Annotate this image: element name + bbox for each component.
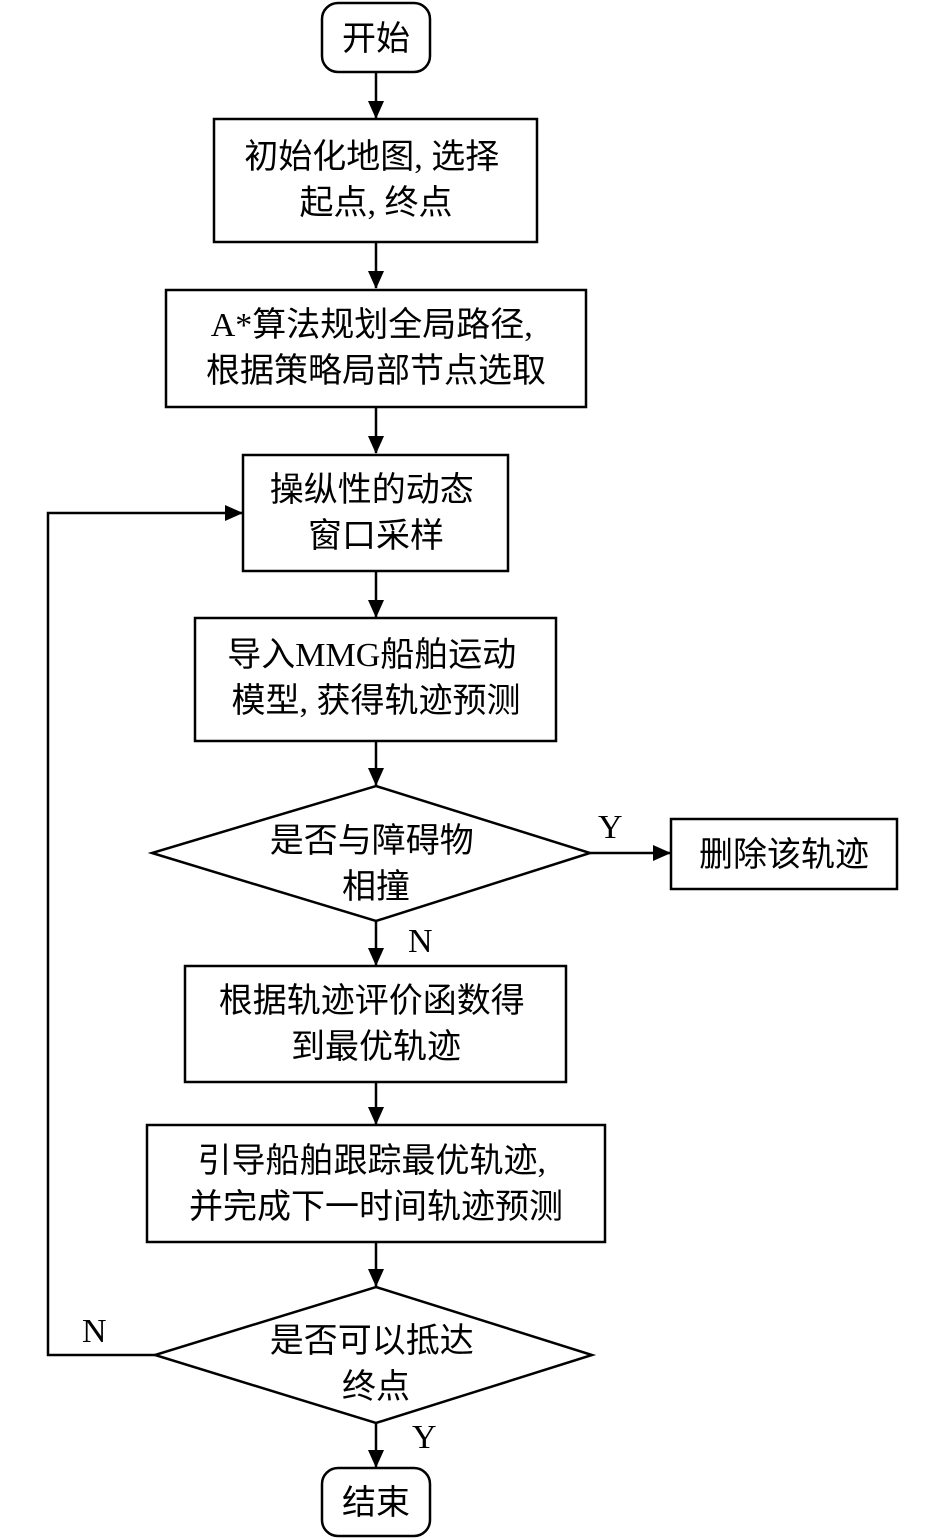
branch-label-reach-yes: Y bbox=[412, 1419, 437, 1456]
node-evaluate-text: 根据轨迹评价函数得 到最优轨迹 bbox=[219, 982, 534, 1066]
node-mmg-model: 导入MMG船舶运动 模型, 获得轨迹预测 bbox=[193, 616, 558, 743]
node-dwa-sampling: 操纵性的动态 窗口采样 bbox=[241, 453, 510, 573]
branch-label-collision-yes: Y bbox=[598, 809, 623, 846]
node-reach-check-text: 是否可以抵达 终点 bbox=[270, 1322, 483, 1406]
node-delete-trajectory: 删除该轨迹 bbox=[669, 817, 899, 891]
node-track: 引导船舶跟踪最优轨迹, 并完成下一时间轨迹预测 bbox=[145, 1123, 607, 1244]
branch-label-reach-no: N bbox=[82, 1313, 107, 1350]
node-astar: A*算法规划全局路径, 根据策略局部节点选取 bbox=[164, 288, 588, 409]
branch-label-collision-no: N bbox=[408, 923, 433, 960]
node-end-text: 结束 bbox=[342, 1484, 410, 1522]
node-mmg-model-text: 导入MMG船舶运动 模型, 获得轨迹预测 bbox=[227, 636, 525, 720]
node-init-map: 初始化地图, 选择 起点, 终点 bbox=[212, 117, 539, 244]
node-reach-check: 是否可以抵达 终点 bbox=[150, 1285, 597, 1425]
node-collision-check-text: 是否与障碍物 相撞 bbox=[270, 822, 483, 906]
node-evaluate: 根据轨迹评价函数得 到最优轨迹 bbox=[183, 964, 568, 1084]
node-start: 开始 bbox=[320, 1, 432, 74]
edge-reach-no-loop bbox=[46, 505, 243, 1357]
node-init-map-text: 初始化地图, 选择 起点, 终点 bbox=[244, 138, 508, 222]
node-start-text: 开始 bbox=[342, 20, 410, 58]
edges bbox=[46, 72, 671, 1468]
node-delete-trajectory-text: 删除该轨迹 bbox=[699, 836, 869, 874]
node-dwa-sampling-text: 操纵性的动态 窗口采样 bbox=[270, 471, 483, 555]
node-end: 结束 bbox=[320, 1466, 432, 1538]
node-astar-text: A*算法规划全局路径, 根据策略局部节点选取 bbox=[206, 306, 546, 390]
node-track-text: 引导船舶跟踪最优轨迹, 并完成下一时间轨迹预测 bbox=[189, 1142, 563, 1226]
node-collision-check: 是否与障碍物 相撞 bbox=[147, 784, 595, 923]
